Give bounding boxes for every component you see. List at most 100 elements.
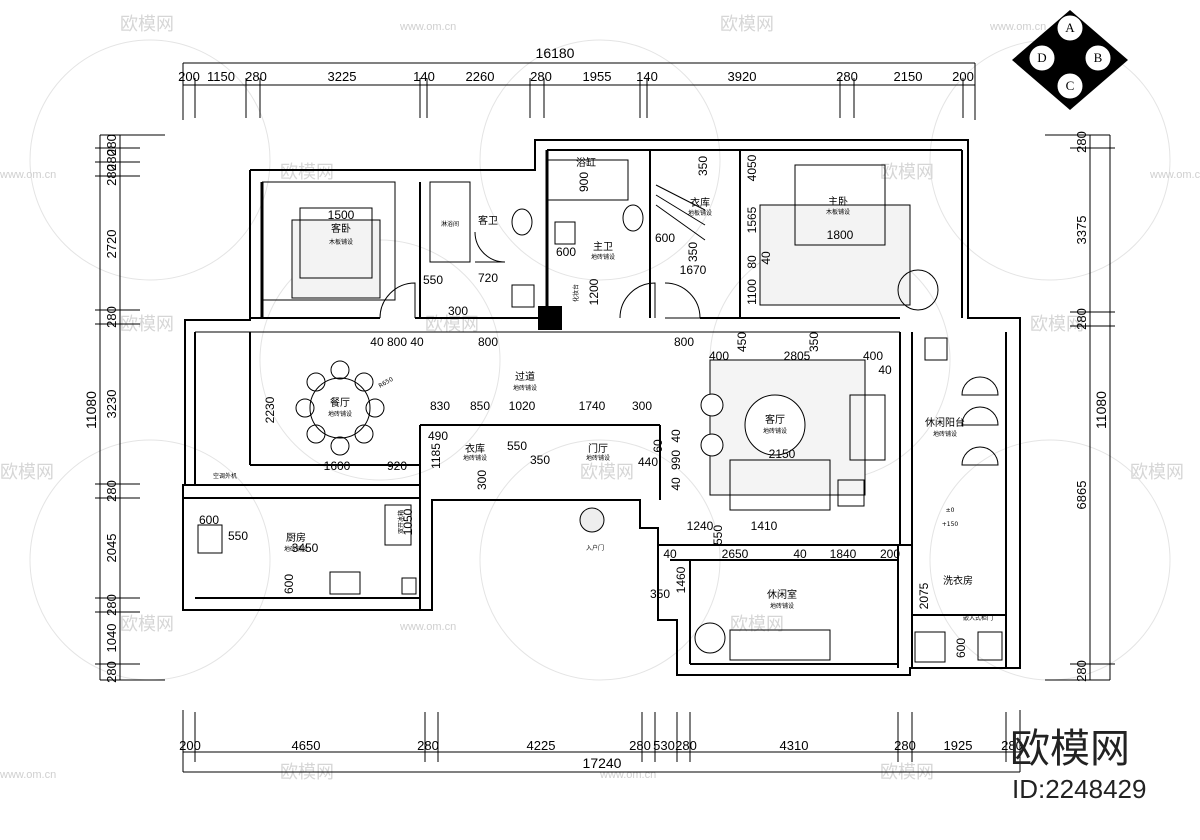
bottom-dim-8: 280 bbox=[894, 738, 916, 753]
idim-350b: 350 bbox=[686, 242, 700, 262]
watermark-url: www.om.cn bbox=[399, 621, 456, 633]
watermark-text: 欧模网 bbox=[280, 162, 334, 183]
idim-600d: 600 bbox=[282, 574, 296, 594]
idim-40f: 40 bbox=[793, 547, 807, 561]
idim-1240: 1240 bbox=[687, 519, 714, 533]
room-foyer: 门厅 bbox=[588, 442, 608, 455]
bottom-dim-0: 200 bbox=[179, 738, 201, 753]
room-balcony: 休闲阳台 bbox=[925, 416, 965, 429]
top-dim-4: 140 bbox=[413, 69, 435, 84]
room-living: 客厅 bbox=[765, 413, 785, 426]
idim-400a: 400 bbox=[709, 349, 729, 363]
watermark-url: www.om.cn bbox=[399, 21, 456, 33]
bottom-dim-1: 4650 bbox=[292, 738, 321, 753]
idim-400b: 400 bbox=[863, 349, 883, 363]
bathtub bbox=[547, 159, 629, 201]
idim-40c: 40 bbox=[669, 429, 683, 443]
idim-550d: 550 bbox=[711, 525, 725, 545]
fixture-label: 嵌入式柜门 bbox=[963, 614, 993, 622]
room-living-floor: 地砖铺设 bbox=[763, 427, 787, 435]
idim-40e: 40 bbox=[663, 547, 677, 561]
watermark-url: www.om.cn bbox=[1149, 169, 1200, 181]
watermark-text: 欧模网 bbox=[880, 162, 934, 183]
bottom-segment-dimensions: 200 4650 280 4225 280 530 280 4310 280 1… bbox=[179, 738, 1023, 753]
compass-label-a: A bbox=[1065, 20, 1075, 35]
room-master-bedroom: 主卧 bbox=[828, 195, 848, 208]
idim-40a: 40 bbox=[759, 251, 773, 265]
top-dim-8: 140 bbox=[636, 69, 658, 84]
watermark-text: 欧模网 bbox=[1030, 314, 1084, 335]
left-dim-6: 280 bbox=[104, 480, 119, 502]
idim-600c: 600 bbox=[199, 513, 219, 527]
right-dim-2: 280 bbox=[1074, 308, 1089, 330]
room-dining-floor: 地砖铺设 bbox=[328, 410, 352, 418]
room-guest-bedroom: 客卧 bbox=[331, 222, 351, 235]
idim-550c: 550 bbox=[228, 529, 248, 543]
idim-1740: 1740 bbox=[579, 399, 606, 413]
watermark-url: www.om.cn bbox=[989, 21, 1046, 33]
bottom-dim-7: 4310 bbox=[780, 738, 809, 753]
left-dim-7: 2045 bbox=[104, 534, 119, 563]
master-bed-width: 1800 bbox=[827, 228, 854, 242]
bottom-dim-4: 280 bbox=[629, 738, 651, 753]
left-dim-8: 280 bbox=[104, 594, 119, 616]
room-master-closet-floor: 地板铺设 bbox=[688, 209, 712, 217]
idim-490: 490 bbox=[428, 429, 448, 443]
idim-1185: 1185 bbox=[429, 443, 443, 469]
watermark-text: 欧模网 bbox=[425, 314, 479, 335]
idim-450: 450 bbox=[735, 332, 749, 352]
left-dim-4: 280 bbox=[104, 306, 119, 328]
watermark-url: www.om.cn bbox=[0, 169, 56, 181]
top-dim-10: 280 bbox=[836, 69, 858, 84]
room-corridor: 过道 bbox=[515, 370, 535, 383]
left-total-dimension: 11080 bbox=[83, 391, 99, 429]
idim-920: 920 bbox=[387, 459, 407, 473]
idim-2075: 2075 bbox=[917, 582, 931, 609]
fridge-label: 双开冰箱 bbox=[397, 510, 405, 534]
bathtub-length: 900 bbox=[577, 172, 591, 192]
idim-350c: 350 bbox=[807, 332, 821, 352]
bottom-ticks bbox=[194, 712, 1007, 762]
bottom-total-dimension: 17240 bbox=[583, 755, 622, 771]
top-dim-12: 200 bbox=[952, 69, 974, 84]
room-kitchen: 厨房 bbox=[286, 531, 306, 544]
top-ticks bbox=[194, 78, 964, 118]
interior-dimensions: 550 720 300 600 1200 350 4050 1565 600 3… bbox=[199, 154, 968, 658]
bottom-dim-2: 280 bbox=[417, 738, 439, 753]
room-guest-bath: 客卫 bbox=[478, 214, 498, 227]
room-master-bath: 主卫 bbox=[593, 241, 613, 253]
idim-440: 440 bbox=[638, 455, 658, 469]
room-master-bedroom-floor: 木板铺设 bbox=[826, 208, 850, 216]
room-balcony-floor: 地砖铺设 bbox=[933, 430, 957, 438]
room-dining: 餐厅 bbox=[330, 396, 350, 409]
idim-850: 850 bbox=[470, 399, 490, 413]
idim-300b: 300 bbox=[632, 399, 652, 413]
idim-1460: 1460 bbox=[674, 566, 688, 593]
left-dim-9: 1040 bbox=[104, 624, 119, 653]
idim-600e: 600 bbox=[954, 638, 968, 658]
floor-level-150: +150 bbox=[942, 521, 959, 528]
floor-level-0: ±0 bbox=[946, 507, 955, 514]
room-entry-closet-floor: 地砖铺设 bbox=[463, 454, 487, 462]
idim-300c: 300 bbox=[475, 470, 489, 490]
idim-60: 60 bbox=[651, 439, 665, 453]
vanity-label: 化妆台 bbox=[572, 284, 580, 302]
idim-300a: 300 bbox=[448, 304, 468, 318]
room-corridor-floor: 地砖铺设 bbox=[513, 384, 537, 392]
top-segment-dimensions: 200 1150 280 3225 140 2260 280 1955 140 … bbox=[178, 69, 974, 84]
idim-1670: 1670 bbox=[680, 263, 707, 277]
idim-1100: 1100 bbox=[745, 279, 759, 305]
room-entry-closet: 衣库 bbox=[465, 442, 485, 455]
idim-350e: 350 bbox=[650, 587, 670, 601]
top-dim-5: 2260 bbox=[466, 69, 495, 84]
watermark-text: 欧模网 bbox=[580, 462, 634, 483]
idim-800b: 800 bbox=[674, 335, 694, 349]
right-dim-3: 6865 bbox=[1074, 481, 1089, 510]
top-dim-7: 1955 bbox=[583, 69, 612, 84]
idim-800a: 800 bbox=[478, 335, 498, 349]
idim-1200: 1200 bbox=[587, 278, 601, 305]
watermark-url: www.om.cn bbox=[0, 769, 56, 781]
idim-4050: 4050 bbox=[745, 154, 759, 181]
idim-80a: 80 bbox=[745, 255, 759, 269]
